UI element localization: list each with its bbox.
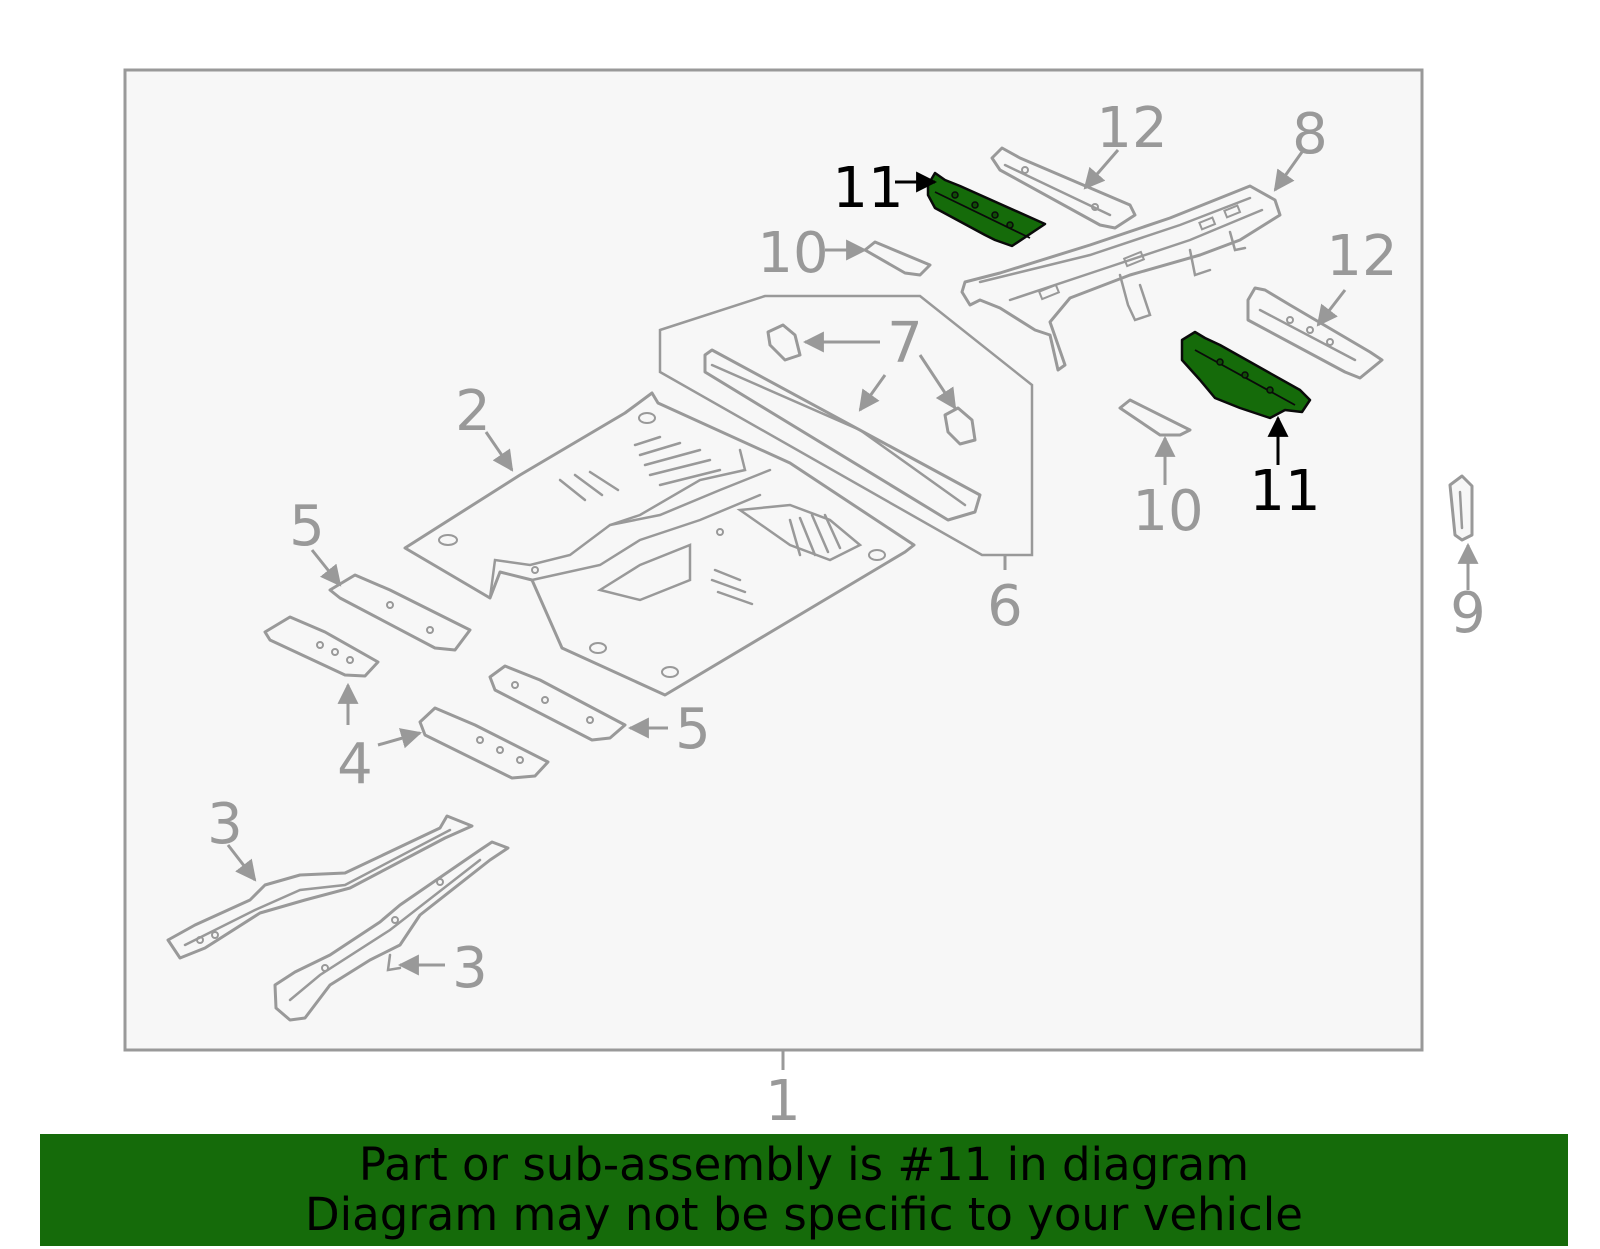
part-11-highlighted-lower	[1180, 330, 1312, 420]
callout-11-upper: 11	[832, 156, 903, 221]
callout-3-upper: 3	[207, 792, 243, 857]
callout-8: 8	[1292, 102, 1328, 167]
part-12-bracket-upper	[990, 146, 1137, 230]
part-6-crossmember-group	[658, 294, 1034, 557]
leader-lines	[226, 149, 1479, 1070]
part-3-rail-upper	[166, 814, 474, 960]
callout-6: 6	[987, 574, 1023, 639]
part-info-banner: Part or sub-assembly is #11 in diagram D…	[40, 1134, 1568, 1246]
callout-3-lower: 3	[452, 936, 488, 1001]
part-10-plate-lower	[1118, 398, 1192, 437]
part-10-plate-upper	[863, 240, 932, 277]
callout-4: 4	[337, 732, 373, 797]
callout-9: 9	[1450, 581, 1486, 646]
callout-2: 2	[455, 379, 491, 444]
callout-10-upper: 10	[757, 221, 828, 286]
callout-7: 7	[887, 311, 923, 376]
callout-12-right: 12	[1326, 224, 1397, 289]
part-5-plate-left	[328, 573, 472, 652]
callout-12-upper: 12	[1096, 96, 1167, 161]
banner-line-disclaimer: Diagram may not be specific to your vehi…	[305, 1188, 1303, 1241]
part-11-highlighted-upper	[926, 171, 1047, 248]
part-9-bracket	[1448, 474, 1474, 542]
banner-line-part: Part or sub-assembly is #11 in diagram	[358, 1138, 1250, 1191]
part-5-plate-right	[488, 664, 627, 742]
callout-11-lower: 11	[1249, 459, 1320, 524]
part-4-plate-right	[418, 706, 550, 780]
part-12-bracket-right	[1246, 286, 1384, 380]
part-2-floor-pan	[403, 391, 916, 697]
callout-5-left: 5	[289, 494, 325, 559]
callout-10-lower: 10	[1132, 479, 1203, 544]
callout-1: 1	[765, 1069, 801, 1134]
part-8-rear-crossmember	[960, 184, 1282, 372]
part-4-plate-left	[263, 615, 380, 678]
callout-5-right: 5	[675, 697, 711, 762]
part-3-rail-lower	[273, 840, 510, 1022]
